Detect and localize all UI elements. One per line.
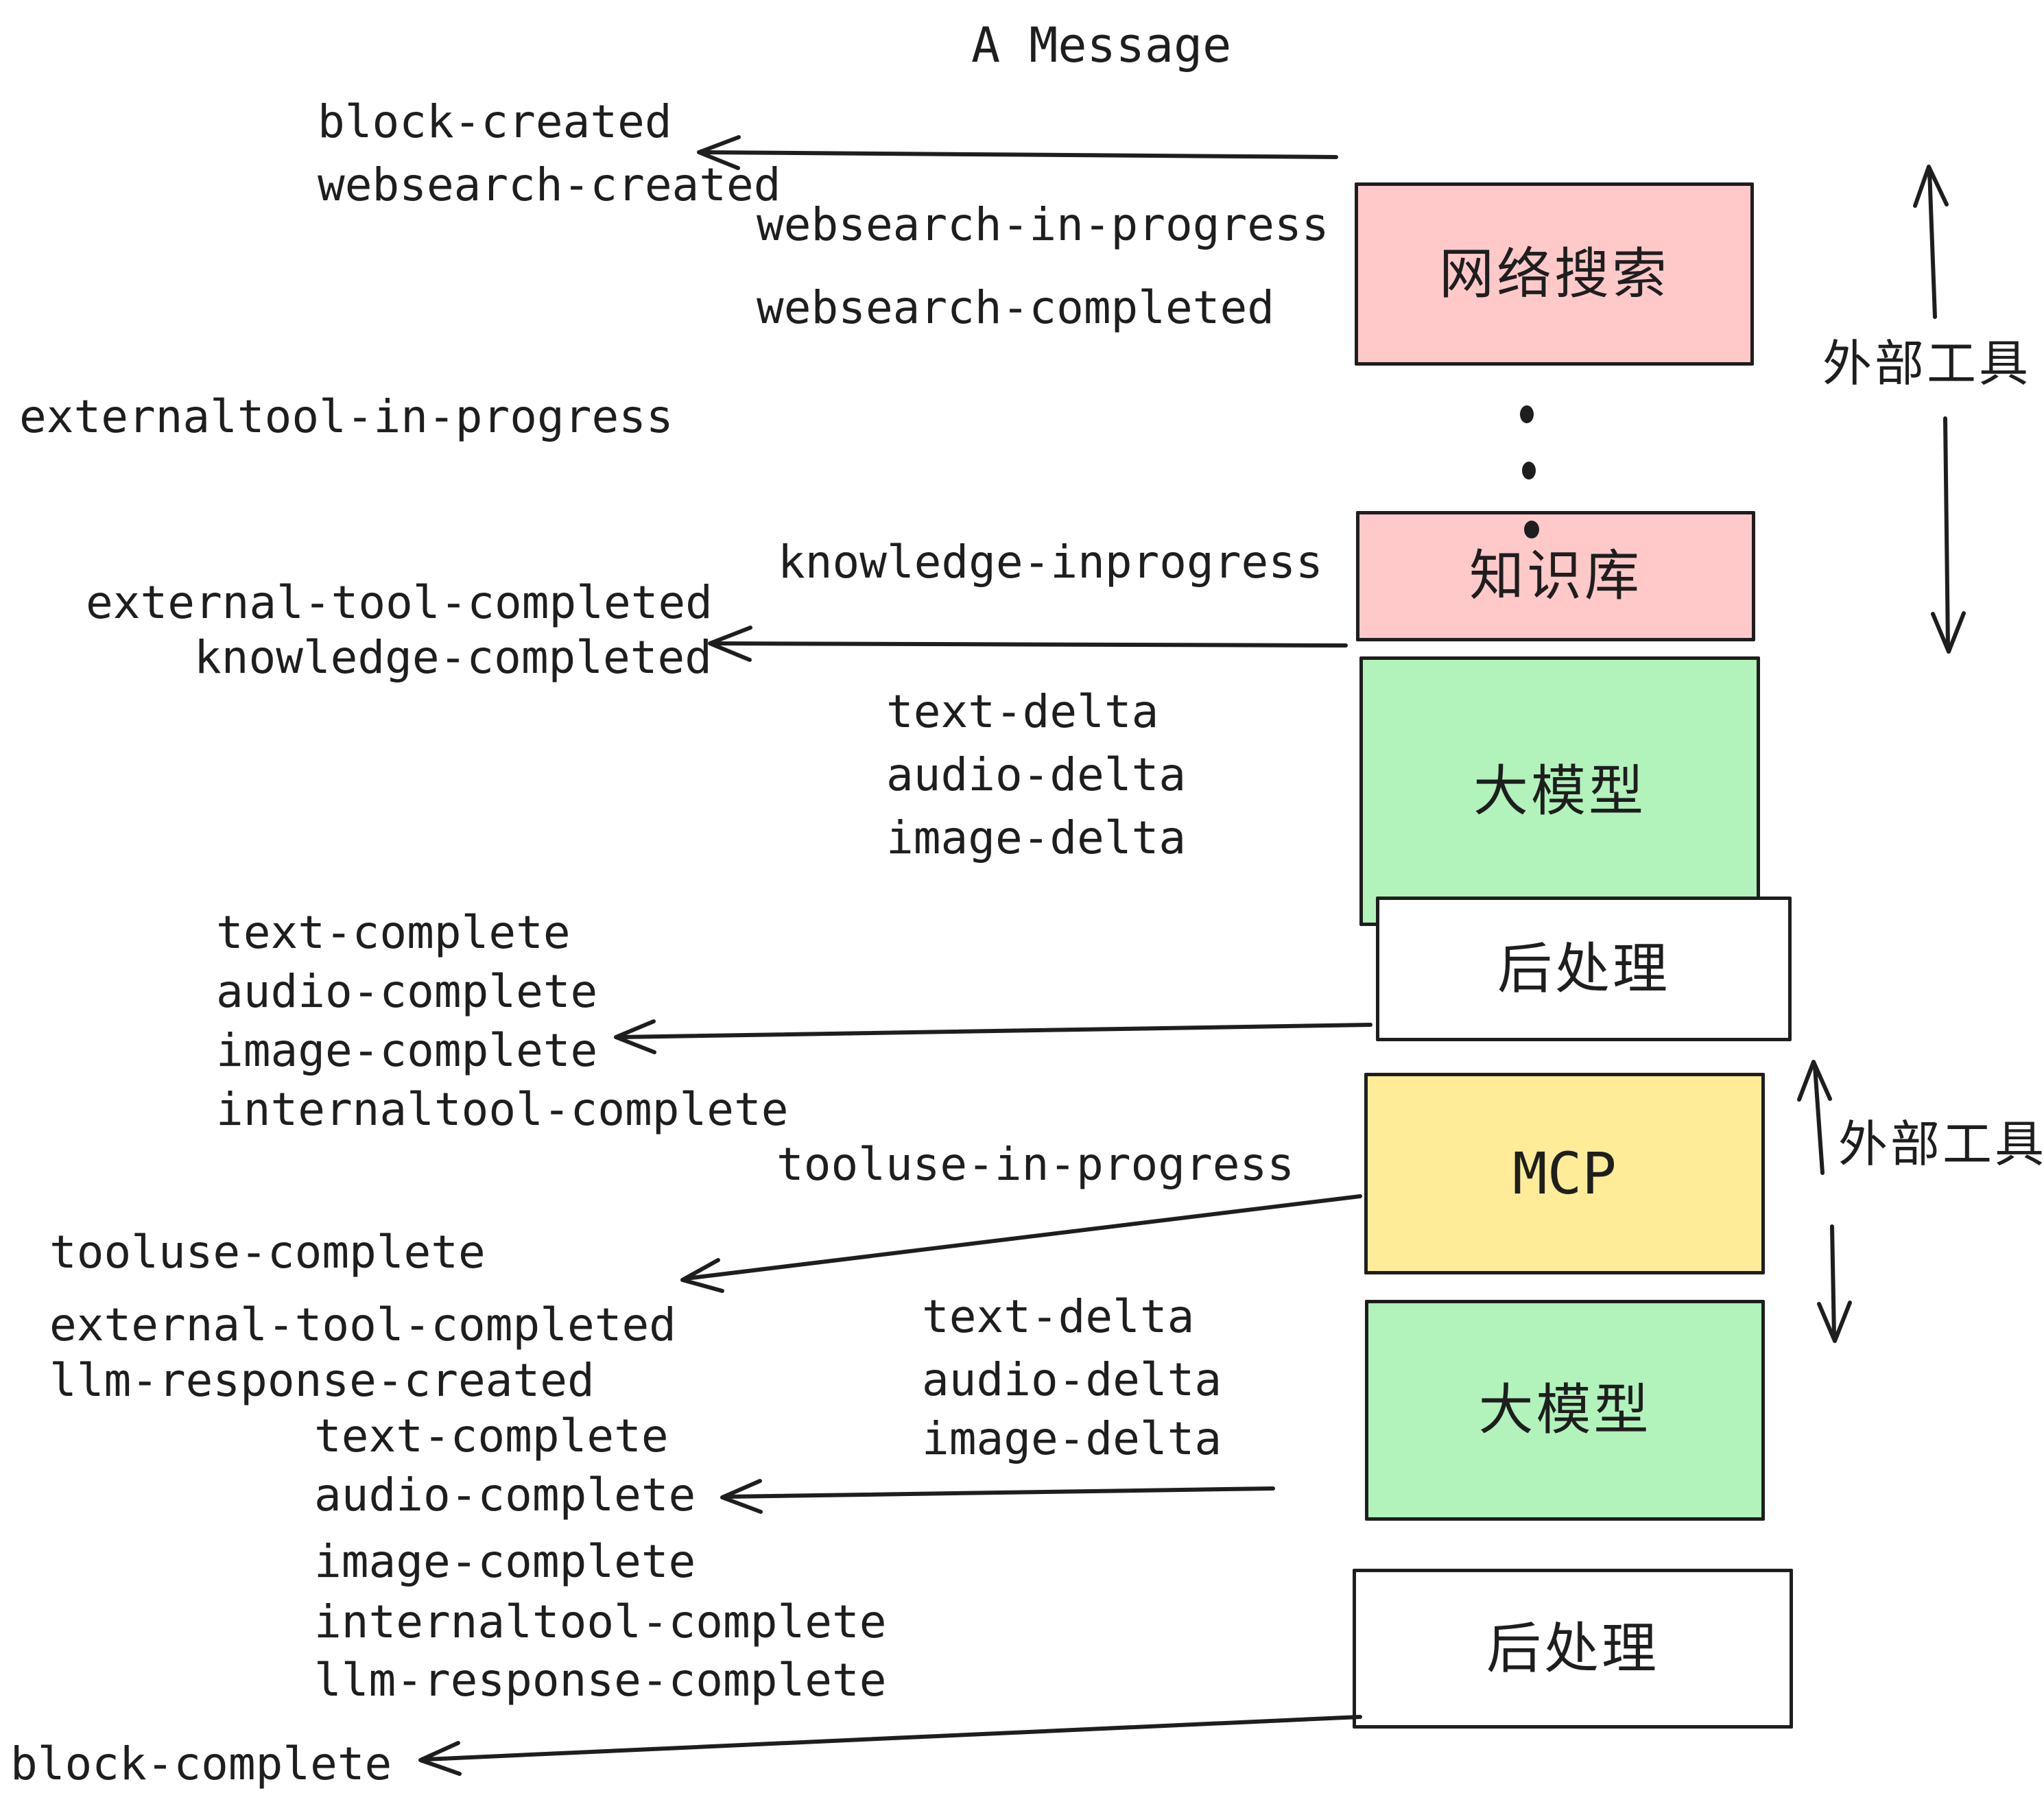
annotation-external-tools-top: 外部工具 xyxy=(1822,337,2032,392)
event-external-tool-completed-2: external-tool-completed xyxy=(49,1298,676,1351)
arrow-external-tools-top-down xyxy=(1931,416,1966,654)
event-internaltool-complete-1: internaltool-complete xyxy=(216,1083,789,1136)
box-knowledge-label: 知识库 xyxy=(1469,545,1642,606)
box-knowledge: 知识库 xyxy=(1356,511,1755,641)
box-mcp: MCP xyxy=(1364,1073,1765,1274)
event-audio-delta-2: audio-delta xyxy=(922,1353,1222,1406)
arrow-external-tools-mcp-up xyxy=(1797,1060,1832,1175)
event-websearch-created: websearch-created xyxy=(318,158,781,211)
box-llm-bottom: 大模型 xyxy=(1365,1300,1765,1521)
event-llm-response-complete: llm-response-complete xyxy=(314,1654,887,1707)
box-llm-bottom-label: 大模型 xyxy=(1478,1379,1652,1440)
box-llm-top-label: 大模型 xyxy=(1473,760,1646,822)
event-text-delta-2: text-delta xyxy=(922,1290,1195,1343)
box-postprocess-bottom-label: 后处理 xyxy=(1486,1617,1659,1679)
event-knowledge-inprogress: knowledge-inprogress xyxy=(778,536,1323,589)
arrow-postprocess-to-block-complete xyxy=(418,1715,1362,1776)
event-tooluse-in-progress: tooluse-in-progress xyxy=(776,1138,1294,1191)
event-block-complete: block-complete xyxy=(10,1737,392,1790)
box-llm-top: 大模型 xyxy=(1359,656,1760,926)
event-audio-complete-1: audio-complete xyxy=(216,965,598,1018)
arrow-knowledge-to-knowledge-completed xyxy=(708,626,1348,662)
event-tooluse-complete: tooluse-complete xyxy=(49,1226,486,1279)
event-text-complete-1: text-complete xyxy=(216,906,571,959)
event-internaltool-complete-2: internaltool-complete xyxy=(314,1595,887,1648)
arrow-postprocess-to-image-complete xyxy=(614,1019,1372,1054)
event-websearch-completed: websearch-completed xyxy=(757,281,1274,334)
event-external-tool-completed-1: external-tool-completed xyxy=(86,576,713,629)
event-image-complete-2: image-complete xyxy=(314,1535,696,1588)
event-image-complete-1: image-complete xyxy=(216,1024,598,1077)
box-mcp-label: MCP xyxy=(1512,1140,1617,1207)
event-text-delta-1: text-delta xyxy=(886,685,1159,738)
event-image-delta-1: image-delta xyxy=(886,811,1187,864)
event-text-complete-2: text-complete xyxy=(314,1410,669,1462)
event-image-delta-2: image-delta xyxy=(922,1412,1222,1465)
box-postprocess-top: 后处理 xyxy=(1376,897,1792,1041)
diagram-title: A Message xyxy=(971,17,1232,73)
annotation-external-tools-mcp: 外部工具 xyxy=(1838,1117,2044,1172)
event-llm-response-created: llm-response-created xyxy=(49,1354,595,1407)
arrow-external-tools-top-up xyxy=(1913,165,1949,319)
arrow-websearch-to-block-created xyxy=(697,135,1338,170)
event-audio-complete-2: audio-complete xyxy=(314,1469,696,1521)
arrow-mcp-to-tooluse-complete xyxy=(680,1194,1362,1293)
event-websearch-in-progress: websearch-in-progress xyxy=(757,198,1329,251)
event-externaltool-in-progress: externaltool-in-progress xyxy=(19,390,674,443)
arrow-external-tools-mcp-down xyxy=(1817,1224,1852,1343)
box-websearch: 网络搜索 xyxy=(1355,182,1754,366)
event-audio-delta-1: audio-delta xyxy=(886,748,1187,801)
event-knowledge-completed: knowledge-completed xyxy=(194,631,712,684)
box-postprocess-bottom: 后处理 xyxy=(1353,1569,1793,1729)
box-websearch-label: 网络搜索 xyxy=(1439,243,1669,305)
box-postprocess-top-label: 后处理 xyxy=(1497,938,1670,999)
event-block-created: block-created xyxy=(318,95,672,148)
arrow-llm-to-audio-complete xyxy=(720,1479,1275,1514)
